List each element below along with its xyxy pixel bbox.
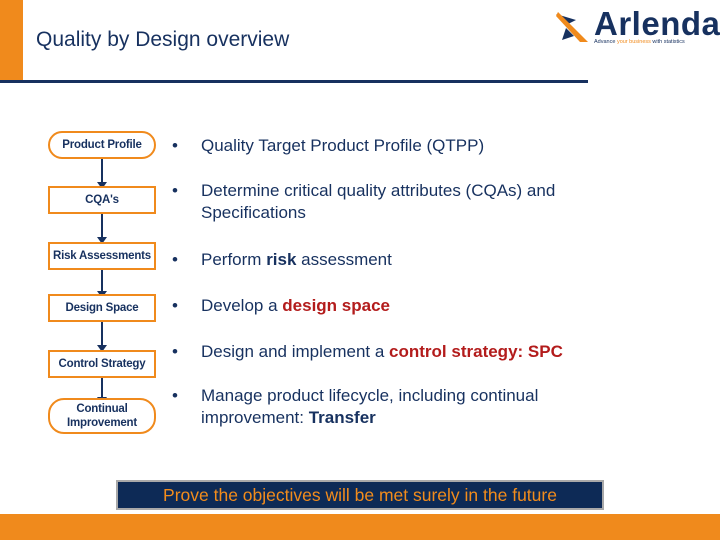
bullet-text-run: Design and implement a: [201, 342, 390, 361]
bullet-emphasis-control-strategy: control strategy: SPC: [389, 342, 563, 361]
bullet-emphasis-transfer: Transfer: [308, 408, 376, 427]
bullet-text-run: Manage product lifecycle, including cont…: [201, 386, 539, 427]
bullet-marker: •: [172, 342, 178, 361]
flow-arrow: [97, 270, 107, 298]
callout-banner: Prove the objectives will be met surely …: [116, 480, 604, 510]
logo-tagline-start: Advance: [594, 39, 617, 45]
bullet-text-run: Perform: [201, 250, 267, 269]
bullet-marker: •: [172, 181, 178, 200]
qbd-flowchart: Product Profile CQA's Risk Assessments D…: [44, 128, 164, 438]
footer-bar: [0, 514, 720, 540]
flow-step-control-strategy: Control Strategy: [48, 350, 156, 378]
flow-arrow: [97, 159, 107, 189]
logo-tagline: Advance your business with statistics: [594, 39, 685, 45]
flow-arrow: [97, 214, 107, 244]
logo-tagline-end: with statistics: [650, 39, 685, 45]
bullet-text-run: Quality Target Product Profile (QTPP): [201, 136, 485, 155]
bullet-marker: •: [172, 136, 178, 155]
bullet-text-run: Develop a: [201, 296, 283, 315]
bullet-text: Design and implement a control strategy:…: [201, 341, 631, 363]
bullet-marker: •: [172, 296, 178, 315]
bullet-text: Develop a design space: [201, 295, 631, 317]
flow-step-continual-improvement: Continual Improvement: [48, 398, 156, 434]
slide-title: Quality by Design overview: [36, 28, 290, 51]
bullet-text-run: Determine critical quality attributes (C…: [201, 181, 556, 222]
bullet-text: Perform risk assessment: [201, 249, 631, 271]
flow-arrow: [97, 322, 107, 352]
logo-mark-icon: [556, 12, 588, 42]
bullet-marker: •: [172, 386, 178, 405]
flow-step-design-space: Design Space: [48, 294, 156, 322]
bullet-text-run: assessment: [296, 250, 392, 269]
bullet-emphasis-risk: risk: [266, 250, 297, 269]
bullet-marker: •: [172, 250, 178, 269]
flow-arrow: [97, 378, 107, 404]
title-underline: [0, 80, 588, 83]
bullet-text: Manage product lifecycle, including cont…: [201, 385, 631, 429]
bullet-text: Quality Target Product Profile (QTPP): [201, 135, 631, 157]
flow-step-risk-assessments: Risk Assessments: [48, 242, 156, 270]
bullet-emphasis-design-space: design space: [282, 296, 390, 315]
left-accent-bar: [0, 0, 23, 82]
flow-step-product-profile: Product Profile: [48, 131, 156, 159]
logo-name: Arlenda: [594, 5, 720, 42]
arlenda-logo: Arlenda Advance your business with stati…: [552, 5, 720, 48]
bullet-text: Determine critical quality attributes (C…: [201, 180, 631, 224]
logo-tagline-highlight: your business: [616, 39, 651, 45]
flow-step-cqas: CQA's: [48, 186, 156, 214]
